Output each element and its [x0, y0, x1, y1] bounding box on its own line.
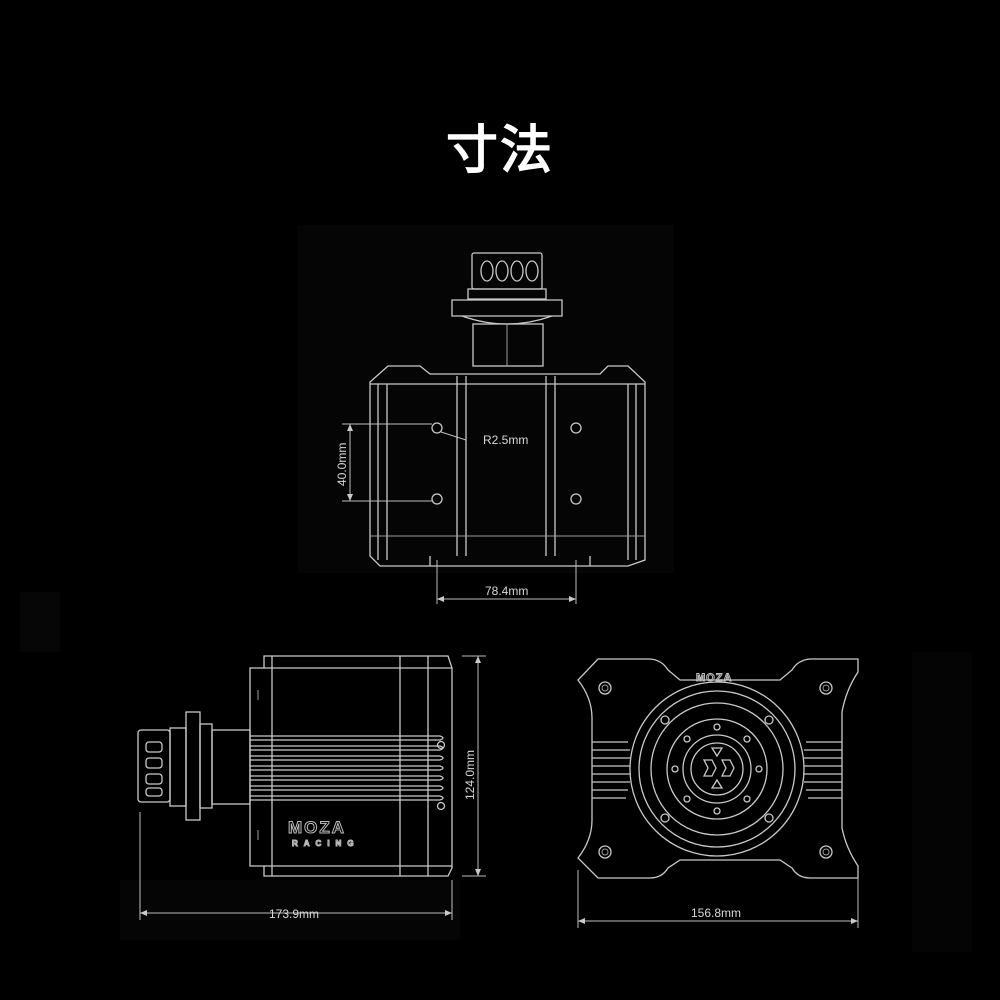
page-title: 寸法: [445, 121, 554, 181]
side-view-body: MOZA RACING: [249, 655, 453, 877]
hole-spacing-dimension: 40.0mm: [335, 423, 432, 502]
side-length-dimension: 173.9mm: [139, 812, 453, 921]
top-view-panel: [298, 225, 674, 573]
height-label: 124.0mm: [463, 750, 477, 800]
top-view-body: [369, 365, 646, 567]
side-logo-sub: RACING: [292, 839, 360, 848]
side-view-shaft: [137, 711, 251, 821]
side-view: MOZA RACING 124.0mm 173.9mm: [20, 592, 486, 940]
front-view: MOZA 156.8mm: [577, 652, 972, 952]
front-logo: MOZA: [696, 672, 732, 684]
hole-width-label: 78.4mm: [485, 584, 528, 598]
height-dimension: 124.0mm: [462, 655, 486, 877]
top-view: R2.5mm 40.0mm 78.4mm: [298, 225, 674, 604]
top-view-shaft: [451, 252, 563, 367]
side-logo: MOZA: [288, 818, 346, 837]
hole-width-dimension: 78.4mm: [436, 560, 577, 604]
hole-spacing-label: 40.0mm: [335, 443, 349, 486]
side-length-label: 173.9mm: [269, 907, 319, 921]
front-width-label: 156.8mm: [691, 906, 741, 920]
radius-leader: [440, 431, 467, 441]
front-view-plate: [577, 658, 859, 879]
radius-label: R2.5mm: [483, 433, 528, 447]
front-width-dimension: 156.8mm: [577, 870, 859, 928]
